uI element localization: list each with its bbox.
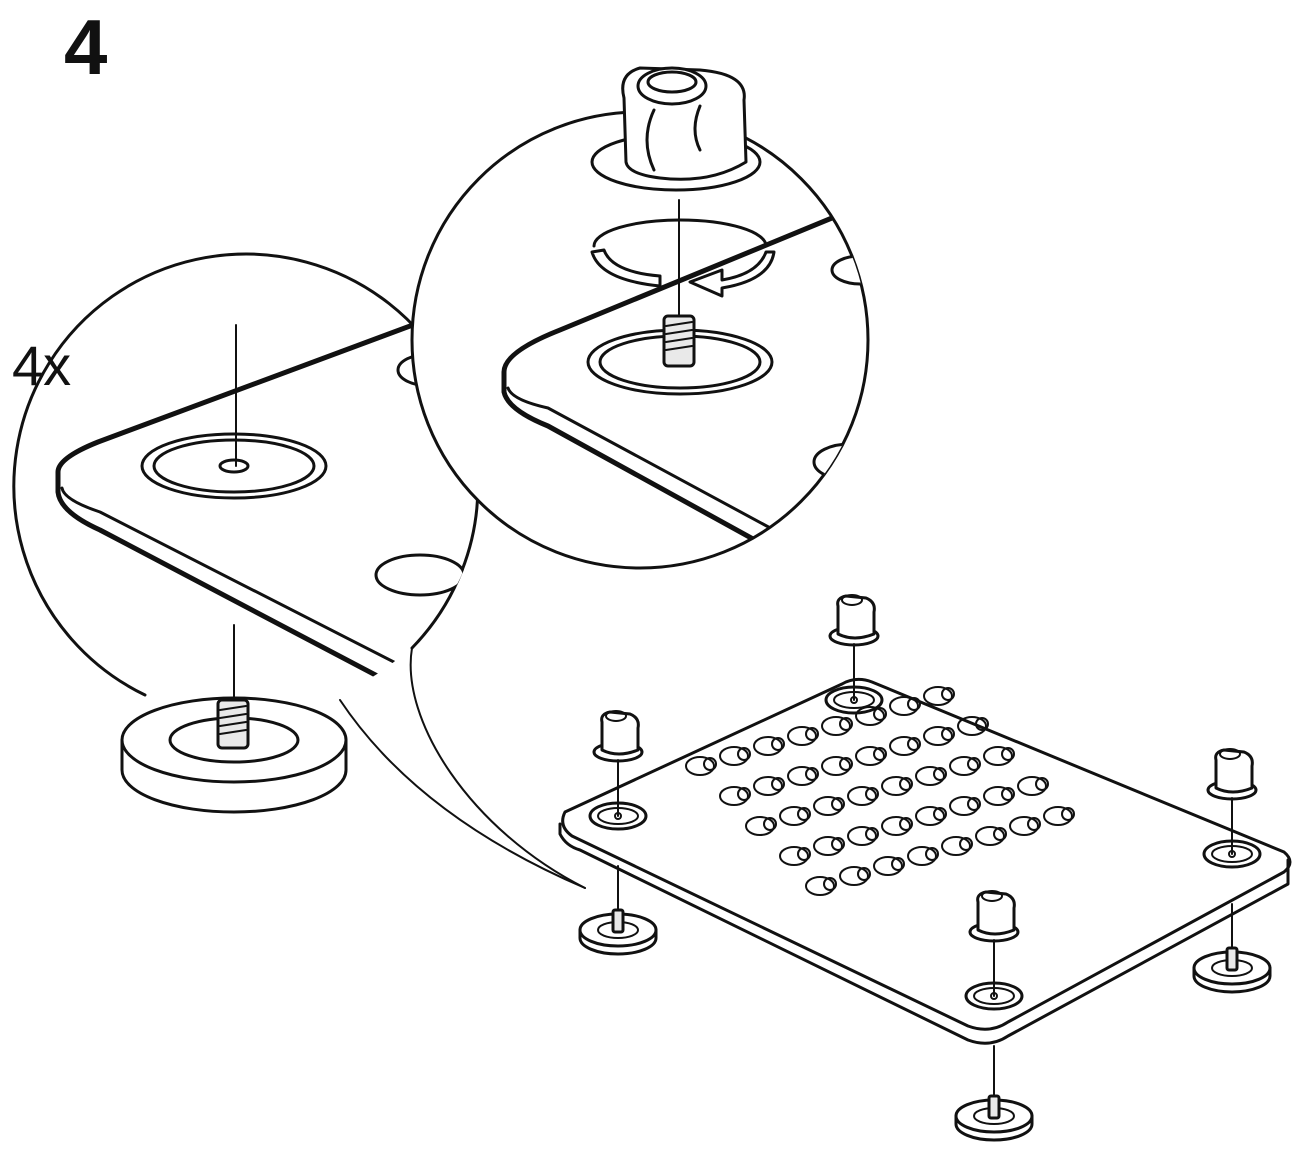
- keyhole-slot: [949, 796, 981, 816]
- keyhole-slot: [813, 796, 845, 816]
- keyhole-slot: [787, 766, 819, 786]
- step-number: 4: [64, 3, 108, 91]
- plate-corner-left: [55, 297, 482, 712]
- keyhole-slot: [941, 836, 973, 856]
- assembly-feet: [578, 594, 1272, 1142]
- keyhole-slot: [839, 866, 871, 886]
- plate-hole-recess: [140, 432, 328, 500]
- knob-nut: [968, 890, 1020, 943]
- keyhole-slot: [1043, 806, 1075, 826]
- keyhole-slot: [983, 786, 1015, 806]
- foot-assembly: [954, 890, 1034, 1142]
- keyhole-slot: [949, 756, 981, 776]
- foot-pad: [578, 908, 658, 956]
- keyhole-slot: [745, 816, 777, 836]
- keyhole-slots: [685, 686, 1075, 896]
- keyhole-slot: [813, 836, 845, 856]
- keyhole-slot: [923, 686, 955, 706]
- keyhole-slot: [915, 766, 947, 786]
- foot-assembly: [824, 594, 884, 715]
- keyhole-slot: [975, 826, 1007, 846]
- keyhole-slot: [907, 846, 939, 866]
- knob-nut-detail: [590, 66, 762, 192]
- keyhole-slot: [753, 736, 785, 756]
- keyhole-slot: [889, 696, 921, 716]
- keyhole-slot: [719, 746, 751, 766]
- keyhole-slot: [889, 736, 921, 756]
- keyhole-slot: [915, 806, 947, 826]
- keyhole-slot: [855, 706, 887, 726]
- keyhole-slot: [821, 716, 853, 736]
- assembly-plate: [558, 677, 1292, 1045]
- keyhole-slot: [855, 746, 887, 766]
- keyhole-slot: [881, 776, 913, 796]
- keyhole-slot: [1017, 776, 1049, 796]
- keyhole-slot: [1009, 816, 1041, 836]
- keyhole-slot: [685, 756, 717, 776]
- foot-assembly: [578, 710, 658, 956]
- knob-nut: [592, 710, 644, 763]
- plate-corner-right: [501, 187, 868, 568]
- keyhole-slot: [873, 856, 905, 876]
- keyhole-slot: [847, 786, 879, 806]
- keyhole-slot: [821, 756, 853, 776]
- keyhole-slot: [805, 876, 837, 896]
- foot-pad-left-detail: [120, 696, 348, 814]
- keyhole-slot: [719, 786, 751, 806]
- foot-pad: [1192, 946, 1272, 994]
- keyhole-slot: [753, 776, 785, 796]
- keyhole-slot: [957, 716, 989, 736]
- keyhole-slot: [983, 746, 1015, 766]
- foot-pad: [954, 1094, 1034, 1142]
- keyhole-slot: [847, 826, 879, 846]
- keyhole-slot: [779, 806, 811, 826]
- keyhole-slot: [787, 726, 819, 746]
- knob-nut: [1206, 748, 1258, 801]
- keyhole-slot: [923, 726, 955, 746]
- foot-assembly: [1192, 748, 1272, 994]
- knob-nut: [828, 594, 880, 647]
- keyhole-slot: [881, 816, 913, 836]
- rotation-arrow-icon: [590, 218, 776, 298]
- detail-circle-right: [410, 66, 870, 570]
- keyhole-slot: [779, 846, 811, 866]
